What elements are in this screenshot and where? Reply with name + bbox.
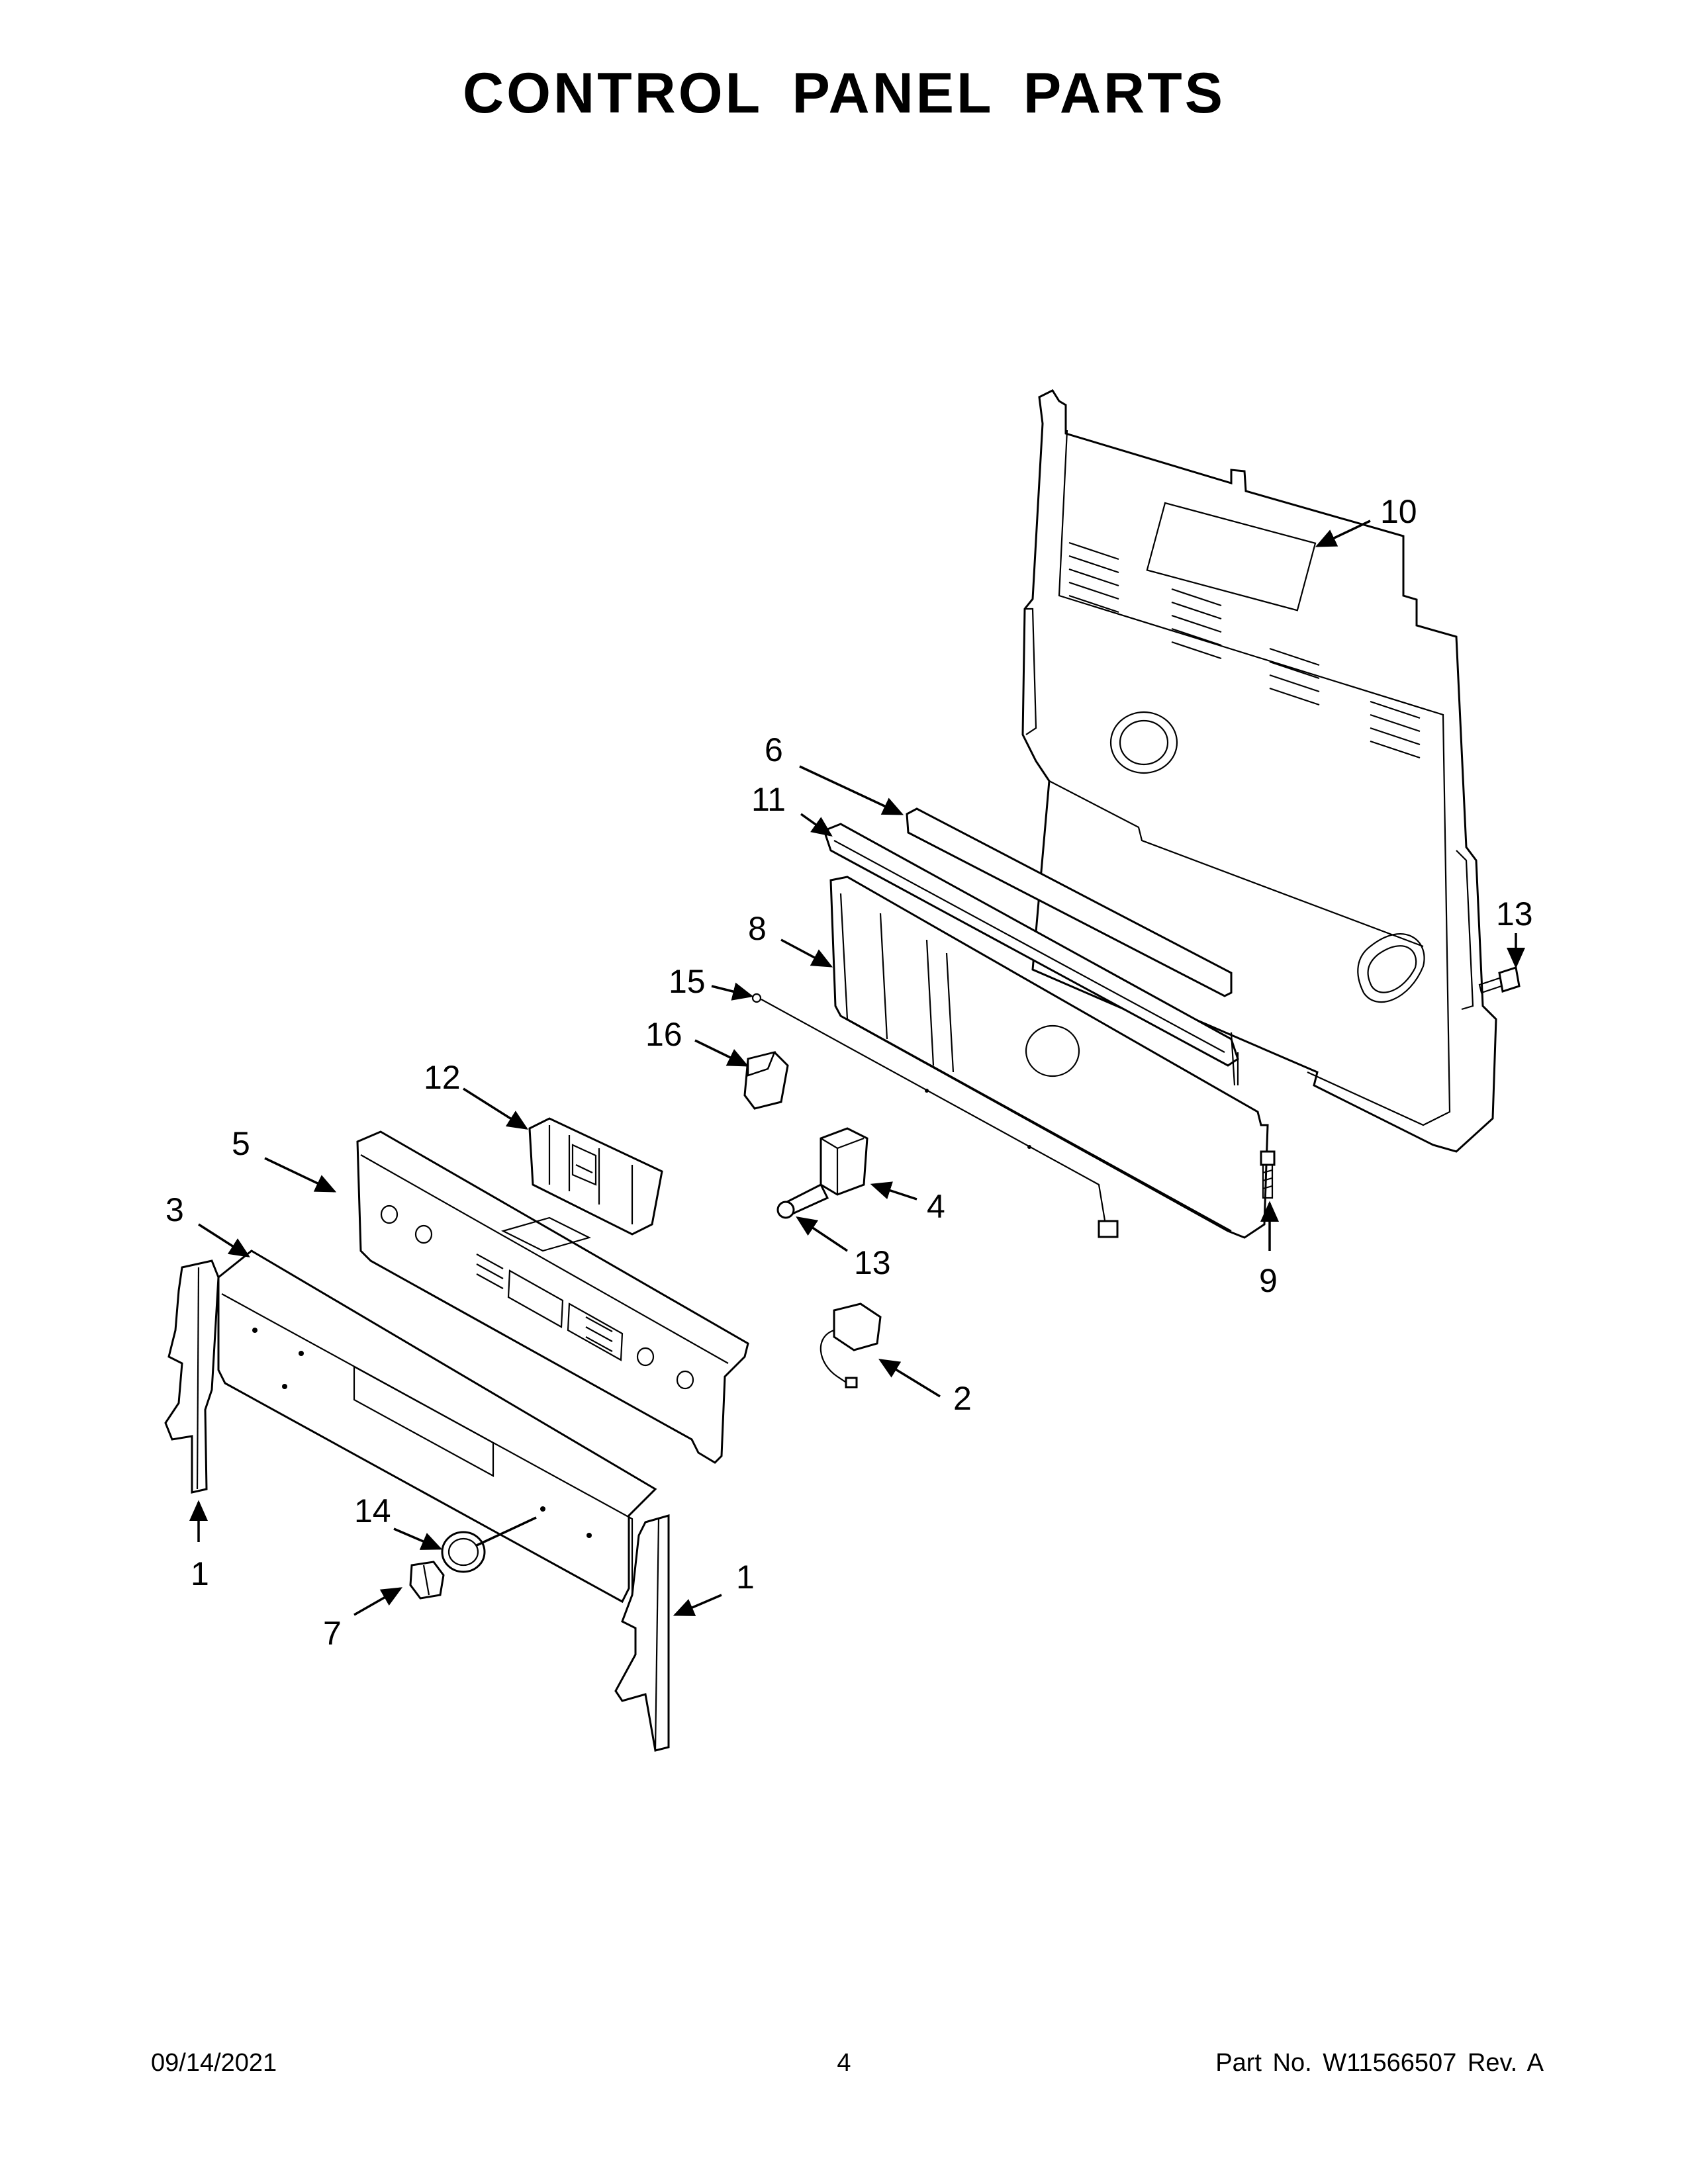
callout-1-left: 1: [191, 1555, 209, 1592]
callout-13-middle: 13: [854, 1244, 891, 1281]
sensor-2: [820, 1302, 882, 1388]
callout-4: 4: [927, 1188, 945, 1225]
switch-16: [743, 1051, 789, 1110]
callout-2: 2: [953, 1380, 972, 1417]
callout-7: 7: [323, 1615, 342, 1652]
knob-7: [409, 1561, 445, 1600]
callout-14: 14: [354, 1492, 391, 1529]
callout-3: 3: [165, 1191, 184, 1228]
callout-8: 8: [748, 910, 767, 947]
footer-date: 09/14/2021: [151, 2049, 277, 2077]
wire-harness-15: [751, 993, 1119, 1238]
screw-9: [1260, 1150, 1276, 1199]
side-trim-1-right: [614, 1514, 670, 1752]
screw-13-right: [1478, 966, 1521, 994]
side-trim-1-left: [164, 1259, 220, 1494]
electronic-control-12: [528, 1117, 663, 1236]
callout-11: 11: [751, 781, 786, 818]
control-panel-brackets: [823, 807, 1269, 1239]
callout-15: 15: [669, 963, 706, 1000]
callout-arrows: [189, 520, 1525, 1616]
callout-12: 12: [424, 1059, 461, 1096]
callout-10: 10: [1380, 493, 1417, 530]
switch-4: [820, 1127, 868, 1196]
callout-1-right: 1: [736, 1559, 755, 1596]
control-panel-frame-5: [356, 1130, 749, 1464]
callout-9: 9: [1259, 1262, 1278, 1299]
footer-page-number: 4: [837, 2049, 851, 2077]
screw-13-middle: [776, 1183, 829, 1219]
callout-16: 16: [645, 1016, 682, 1053]
rear-console-panel: [1021, 389, 1497, 1153]
callout-6: 6: [765, 731, 783, 768]
footer-part-number: Part No. W11566507 Rev. A: [1215, 2049, 1544, 2077]
callout-13-top: 13: [1496, 895, 1533, 933]
page-title: CONTROL PANEL PARTS: [462, 62, 1226, 125]
knob-bezel-14: [441, 1531, 486, 1573]
front-console-3: [217, 1250, 657, 1604]
callout-5: 5: [232, 1125, 250, 1162]
